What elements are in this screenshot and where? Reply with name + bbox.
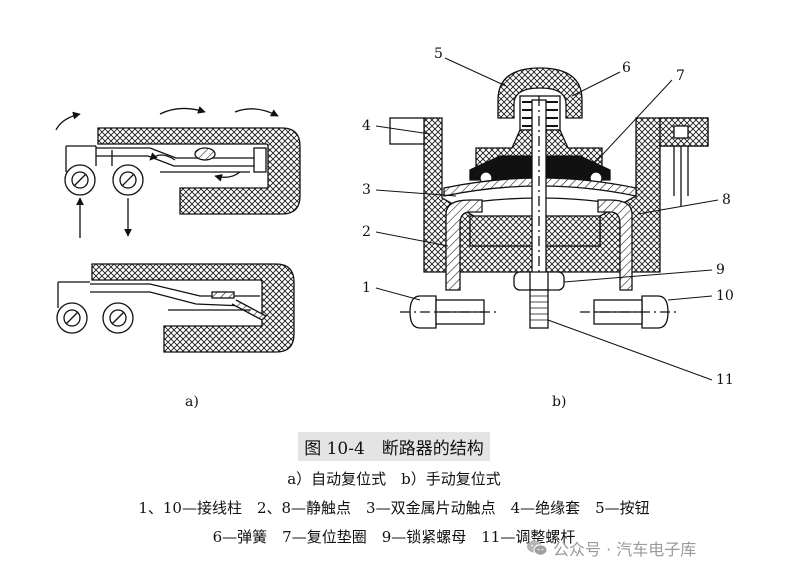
breaker-diagram: 5 6 7 4 3 2 8 1 9 10 11 a) b) bbox=[55, 46, 734, 410]
caption-line-3: 6—弹簧 7—复位垫圈 9—锁紧螺母 11—调整螺杆 bbox=[212, 528, 576, 546]
caption-line-1: a）自动复位式 b）手动复位式 bbox=[287, 470, 501, 488]
callout-5: 5 bbox=[434, 46, 443, 62]
sub-label-b: b) bbox=[552, 394, 566, 410]
wechat-icon bbox=[527, 540, 548, 556]
figure-b bbox=[389, 67, 709, 330]
figure-a-top bbox=[55, 106, 301, 238]
callout-7: 7 bbox=[676, 68, 685, 84]
callout-numbers: 5 6 7 4 3 2 8 1 9 10 11 bbox=[362, 46, 734, 388]
callout-1: 1 bbox=[362, 280, 371, 296]
callout-10: 10 bbox=[716, 288, 734, 304]
callout-11: 11 bbox=[716, 372, 734, 388]
callout-2: 2 bbox=[362, 224, 371, 240]
callout-6: 6 bbox=[622, 60, 631, 76]
figure-a-bottom bbox=[56, 263, 295, 353]
callout-4: 4 bbox=[362, 118, 371, 134]
sub-label-a: a) bbox=[185, 394, 199, 410]
leader-lines bbox=[375, 57, 719, 381]
callout-9: 9 bbox=[716, 262, 725, 278]
callout-8: 8 bbox=[722, 192, 731, 208]
figure-title: 图 10-4 断路器的结构 bbox=[298, 432, 490, 461]
caption-line-2: 1、10—接线柱 2、8—静触点 3—双金属片动触点 4—绝缘套 5—按钮 bbox=[138, 499, 650, 517]
callout-3: 3 bbox=[362, 182, 371, 198]
watermark-text: 公众号 · 汽车电子库 bbox=[553, 540, 697, 559]
watermark: 公众号 · 汽车电子库 bbox=[526, 536, 696, 560]
